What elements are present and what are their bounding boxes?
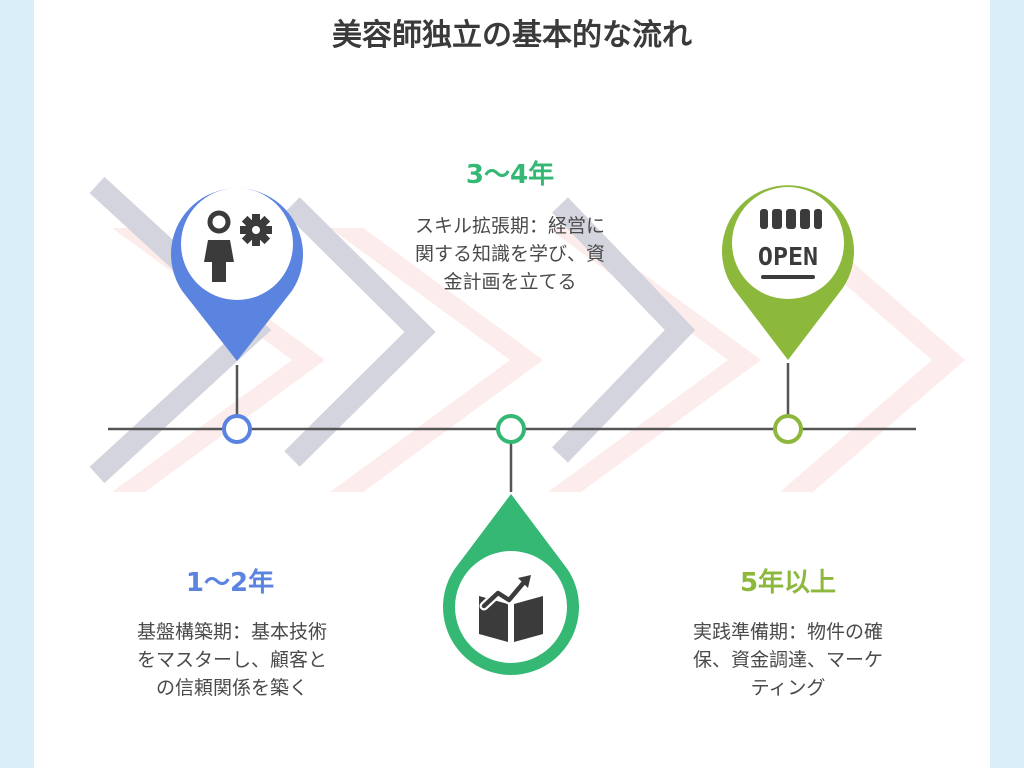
stage-3-description: 実践準備期：物件の確 保、資金調達、マーケ ティング [668, 618, 908, 702]
description-line: 実践準備期：物件の確 [692, 621, 883, 643]
open-shop-icon: OPEN [758, 209, 822, 279]
person-gear-icon [204, 210, 272, 282]
stage-2-pin-face [455, 551, 567, 663]
description-line: スキル拡張期：経営に [414, 215, 605, 237]
book-growth-icon [479, 575, 543, 642]
description-line: 金計画を立てる [443, 271, 577, 293]
pink-chevron [780, 228, 965, 492]
stage-1-node [222, 414, 252, 444]
stage-3-marker: OPEN [721, 185, 854, 444]
description-line: の信頼関係を築く [155, 677, 308, 699]
stage-3-period: 5年以上 [739, 568, 837, 598]
open-sign-text: OPEN [758, 242, 818, 271]
stage-3-node [773, 414, 803, 444]
stage-1-pin-face [181, 188, 293, 300]
stage-2-node [496, 414, 526, 444]
page-title: 美容師独立の基本的な流れ [332, 18, 692, 53]
stage-1-marker [171, 188, 303, 444]
description-line: 保、資金調達、マーケ [692, 649, 883, 671]
stage-2-period: 3〜4年 [465, 160, 555, 190]
stage-1-period: 1〜2年 [185, 568, 275, 598]
description-line: 基盤構築期：基本技術 [136, 621, 327, 643]
description-line: ティング [750, 677, 826, 699]
stage-1-description: 基盤構築期：基本技術 をマスターし、顧客と の信頼関係を築く [112, 618, 352, 702]
description-line: 関する知識を学び、資 [414, 243, 605, 265]
gray-chevron [552, 197, 696, 463]
description-line: をマスターし、顧客と [136, 649, 327, 671]
stage-2-marker [442, 414, 579, 675]
gray-chevron [284, 197, 436, 467]
stage-2-description: スキル拡張期：経営に 関する知識を学び、資 金計画を立てる [390, 212, 630, 296]
